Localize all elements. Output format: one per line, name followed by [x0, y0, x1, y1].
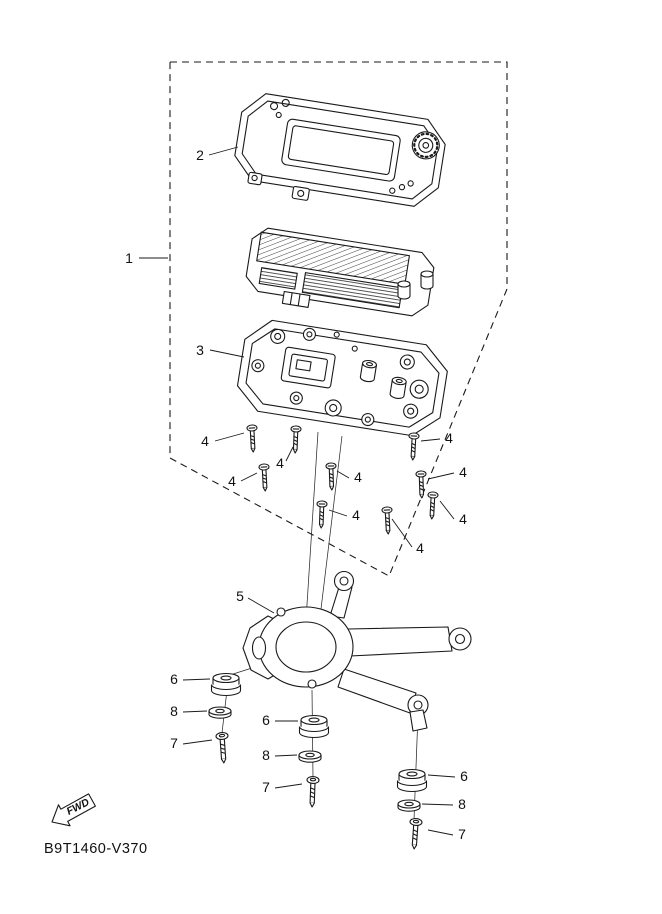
leader: [328, 509, 348, 517]
screw-part-4: [415, 470, 428, 499]
callout-part-8: 8: [458, 796, 466, 812]
washer-part-8: [298, 750, 322, 763]
leader: [427, 829, 454, 836]
leader-lines: [139, 146, 456, 836]
leader: [274, 783, 303, 789]
callout-part-7: 7: [170, 735, 178, 751]
leader: [391, 518, 413, 548]
callout-part-8: 8: [262, 747, 270, 763]
screws-part-7: [215, 731, 423, 850]
display-module: [245, 227, 435, 317]
leader: [439, 500, 455, 520]
text-rows-sticker-small: [258, 267, 298, 290]
indicator-holes: [269, 98, 290, 119]
callout-part-4: 4: [459, 511, 467, 527]
callout-part-6: 6: [170, 671, 178, 687]
washer-part-8: [397, 799, 421, 812]
leader: [421, 803, 454, 806]
screen-opening: [281, 118, 401, 182]
leader: [209, 349, 245, 358]
callout-labels: 1 2 3 4 4 4 4 4 4 4 4 4 5 6 6 6 8 8 8 7 …: [125, 147, 468, 842]
grommet-part-6: [396, 768, 428, 793]
screw-part-4: [381, 506, 394, 535]
screw-part-7: [305, 775, 320, 808]
connector: [281, 290, 311, 308]
callout-part-4: 4: [201, 433, 209, 449]
leader: [240, 472, 258, 482]
washer-part-8: [208, 706, 232, 719]
leader: [182, 678, 211, 681]
callout-part-4: 4: [445, 430, 453, 446]
callout-part-8: 8: [170, 703, 178, 719]
callout-part-3: 3: [196, 342, 204, 358]
screw-post: [389, 376, 407, 399]
lcd-label-hatch: [256, 231, 410, 285]
vent-holes: [389, 180, 414, 194]
leader: [420, 438, 441, 442]
screw-post: [359, 359, 377, 383]
screws-part-4: [246, 424, 439, 535]
callout-part-4: 4: [354, 469, 362, 485]
callout-part-6: 6: [262, 712, 270, 728]
callout-part-1: 1: [125, 250, 133, 266]
assembly-boundary-dashed: [169, 61, 508, 577]
screw-part-4: [315, 500, 328, 529]
meter-housing-part-3: [236, 319, 448, 437]
mounting-bracket-part-5: [242, 570, 472, 732]
screw-part-7: [215, 731, 231, 764]
callout-part-5: 5: [236, 588, 244, 604]
leader: [427, 472, 455, 480]
screw-part-4: [325, 462, 338, 491]
screw-bosses: [251, 327, 429, 427]
meter-cover-part-2: [234, 93, 446, 207]
leader: [274, 754, 298, 757]
leader: [214, 432, 245, 442]
drawing-code: B9T1460-V370: [44, 841, 148, 857]
callout-part-4: 4: [459, 464, 467, 480]
fwd-direction-arrow: FWD: [51, 793, 96, 827]
screw-part-4: [407, 432, 420, 461]
grommet-part-6: [298, 714, 330, 739]
adjust-knob: [411, 131, 440, 160]
display-posts: [397, 270, 434, 300]
callout-part-4: 4: [352, 507, 360, 523]
callout-part-4: 4: [228, 473, 236, 489]
screw-part-4: [246, 424, 259, 453]
callout-part-2: 2: [196, 147, 204, 163]
screw-part-4: [426, 491, 439, 520]
center-opening: [280, 346, 336, 389]
callout-part-4: 4: [416, 540, 424, 556]
leader: [247, 597, 275, 614]
callout-part-7: 7: [262, 779, 270, 795]
callout-part-4: 4: [276, 455, 284, 471]
screw-part-4: [258, 463, 271, 492]
callout-part-7: 7: [458, 826, 466, 842]
screw-part-7: [407, 817, 423, 850]
leader: [182, 710, 208, 713]
grommet-part-6: [210, 672, 242, 697]
leader: [336, 470, 350, 479]
leader: [427, 774, 456, 778]
leader: [285, 446, 294, 462]
leader: [208, 146, 239, 156]
leader: [182, 739, 213, 745]
mounting-tabs: [247, 171, 310, 201]
callout-part-6: 6: [460, 768, 468, 784]
